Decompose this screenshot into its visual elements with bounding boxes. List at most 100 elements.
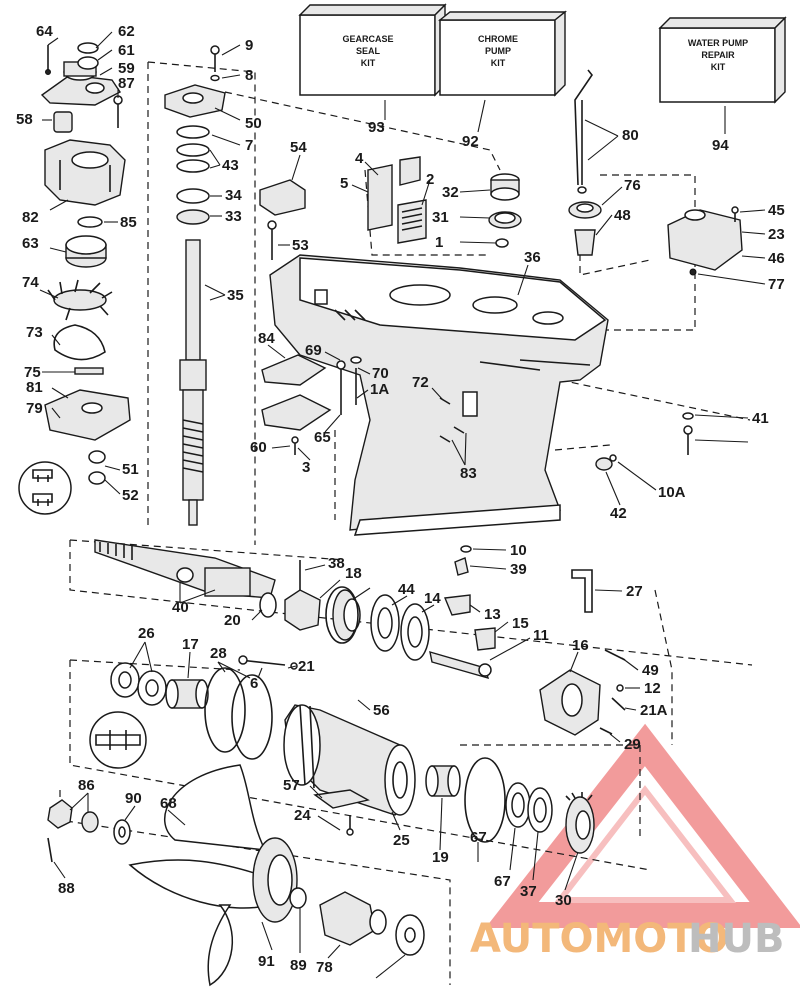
impeller bbox=[47, 279, 113, 321]
kit-line: PUMP bbox=[485, 46, 511, 56]
bearing-25 bbox=[425, 765, 461, 797]
anode-plates bbox=[261, 354, 332, 455]
callout-label: 28 bbox=[210, 645, 227, 662]
callout-label: 17 bbox=[182, 636, 199, 653]
callout-label: 76 bbox=[624, 177, 641, 194]
kit-line: CHROME bbox=[478, 34, 518, 44]
thrust-washer bbox=[259, 592, 277, 618]
bearing-detail-inset bbox=[89, 711, 147, 769]
plate-part bbox=[44, 389, 131, 441]
callout-label: 1A bbox=[370, 381, 389, 398]
reverse-gear-housing bbox=[539, 649, 626, 736]
callout-label: 32 bbox=[442, 184, 459, 201]
callout-label: 77 bbox=[768, 276, 785, 293]
kit-box-water-pump-repair: WATER PUMP REPAIR KIT bbox=[658, 16, 787, 104]
callout-label: 29 bbox=[624, 736, 641, 753]
callout-label: 23 bbox=[768, 226, 785, 243]
gasket-d-ring bbox=[53, 324, 106, 361]
callout-label: 4 bbox=[355, 150, 364, 167]
callout-label: 34 bbox=[225, 187, 242, 204]
callout-label: 10 bbox=[510, 542, 527, 559]
water-pump-housing bbox=[40, 61, 122, 106]
callout-label: 8 bbox=[245, 67, 253, 84]
callout-label: 42 bbox=[610, 505, 627, 522]
seal-ring bbox=[77, 42, 99, 70]
callout-label: 70 bbox=[372, 365, 389, 382]
callout-label: 1 bbox=[435, 234, 443, 251]
bolt-53 bbox=[267, 220, 277, 260]
bearing-races bbox=[370, 594, 430, 661]
bolt-28 bbox=[238, 655, 298, 670]
callout-label: 21A bbox=[640, 702, 668, 719]
kit-line: KIT bbox=[711, 62, 726, 72]
watermark-logo bbox=[485, 723, 800, 928]
seal-stack bbox=[176, 125, 210, 225]
kit-number: 94 bbox=[712, 137, 729, 154]
bearing-2 bbox=[490, 173, 520, 201]
callout-label: 35 bbox=[227, 287, 244, 304]
kit-number: 93 bbox=[368, 119, 385, 136]
callout-label: 36 bbox=[524, 249, 541, 266]
callout-label: 31 bbox=[432, 209, 449, 226]
kit-line: SEAL bbox=[356, 46, 381, 56]
bearing-4-5 bbox=[367, 156, 427, 244]
callout-label: 24 bbox=[294, 807, 311, 824]
callout-label: 27 bbox=[626, 583, 643, 600]
clutch-dog bbox=[284, 560, 321, 631]
callout-label: 57 bbox=[283, 777, 300, 794]
callout-label: 44 bbox=[398, 581, 415, 598]
screw-top bbox=[210, 45, 220, 82]
shift-rod-seal bbox=[568, 201, 602, 256]
callout-label: 67 bbox=[470, 829, 487, 846]
bolt-right bbox=[682, 412, 694, 455]
seal-detail-inset bbox=[18, 461, 72, 515]
washers-30-19 bbox=[505, 782, 553, 833]
plug-drain bbox=[595, 454, 617, 471]
kit-line: REPAIR bbox=[701, 50, 735, 60]
callout-label: 64 bbox=[36, 23, 53, 40]
callout-labels: 64 62 61 59 87 58 9 8 50 7 43 34 33 35 8… bbox=[16, 23, 785, 976]
callout-label: 12 bbox=[644, 680, 661, 697]
callout-label: 78 bbox=[316, 959, 333, 976]
callout-label: 45 bbox=[768, 202, 785, 219]
callout-label: 75 bbox=[24, 364, 41, 381]
impeller-liner bbox=[65, 235, 107, 268]
callout-label: 19 bbox=[432, 849, 449, 866]
callout-label: 56 bbox=[373, 702, 390, 719]
watermark-part2: HUB bbox=[688, 916, 784, 962]
callout-label: 50 bbox=[245, 115, 262, 132]
callout-label: 90 bbox=[125, 790, 142, 807]
callout-label: 62 bbox=[118, 23, 135, 40]
callout-label: 48 bbox=[614, 207, 631, 224]
callout-label: 25 bbox=[393, 832, 410, 849]
callout-label: 13 bbox=[484, 606, 501, 623]
callout-label: 15 bbox=[512, 615, 529, 632]
reverse-gear-37 bbox=[565, 792, 595, 854]
callout-label: 65 bbox=[314, 429, 331, 446]
drive-shaft bbox=[179, 239, 207, 526]
kit-box-chrome-pump: CHROME PUMP KIT bbox=[438, 10, 567, 97]
screw-part bbox=[113, 95, 123, 128]
water-tube-grommet bbox=[259, 179, 306, 216]
callout-label: 37 bbox=[520, 883, 537, 900]
callout-label: 82 bbox=[22, 209, 39, 226]
retainer-56-57 bbox=[313, 789, 370, 836]
callout-label: 68 bbox=[160, 795, 177, 812]
callout-label: 85 bbox=[120, 214, 137, 231]
pump-base-plate bbox=[164, 84, 226, 118]
callout-label: 46 bbox=[768, 250, 785, 267]
pin-part bbox=[45, 45, 51, 75]
gearcase-housing bbox=[269, 254, 609, 536]
shift-lever-11 bbox=[571, 569, 593, 613]
callout-label: 18 bbox=[345, 565, 362, 582]
callout-label: 59 bbox=[118, 60, 135, 77]
callout-label: 10A bbox=[658, 484, 686, 501]
callout-label: 5 bbox=[340, 175, 348, 192]
callout-label: 91 bbox=[258, 953, 275, 970]
callout-label: 21 bbox=[298, 658, 315, 675]
callout-label: 83 bbox=[460, 465, 477, 482]
pinion-gear bbox=[488, 211, 522, 248]
callout-label: 6 bbox=[250, 675, 258, 692]
o-rings-17 bbox=[204, 667, 273, 760]
kit-box-gearcase-seal: GEARCASE SEAL KIT bbox=[298, 3, 447, 97]
